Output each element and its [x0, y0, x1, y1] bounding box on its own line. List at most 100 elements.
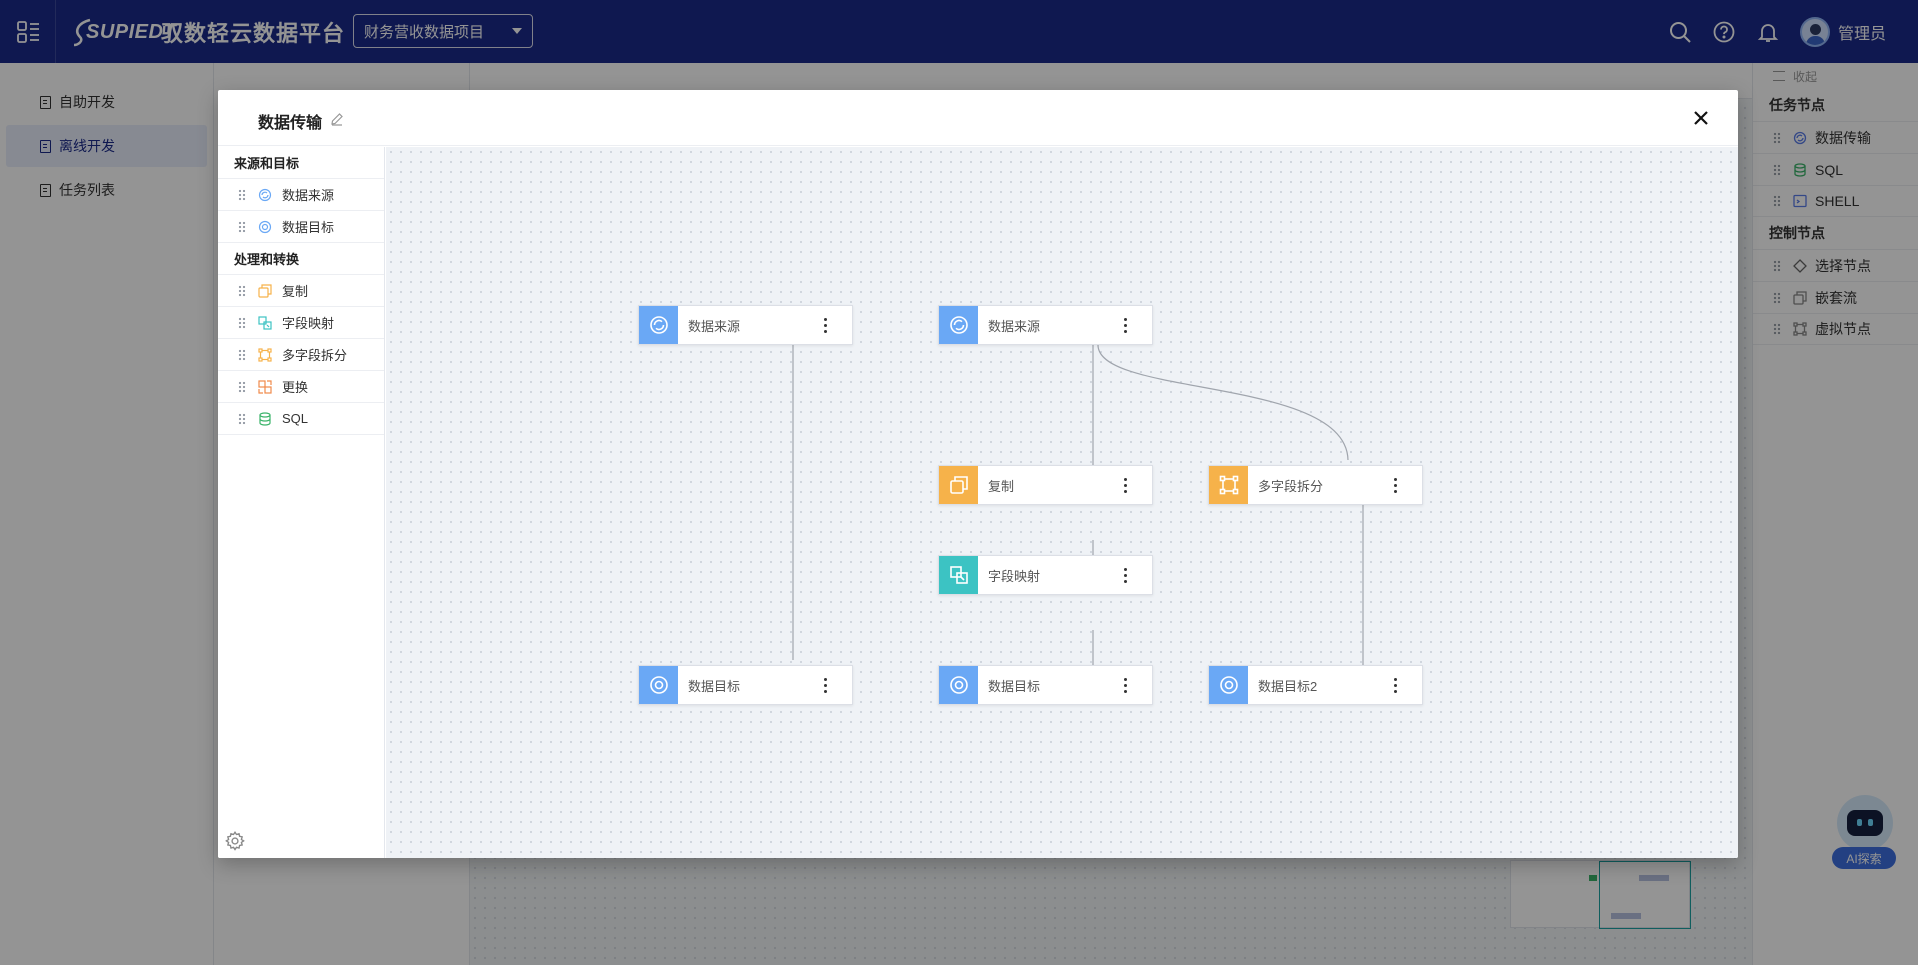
collapse-label: 收起 [1793, 69, 1818, 84]
palette-item-sql[interactable]: SQL [218, 403, 384, 435]
grid-menu-icon [16, 20, 39, 43]
data-source-icon [939, 306, 978, 344]
palette-section-transform: 处理和转换 [218, 243, 384, 275]
palette-item-label: 多字段拆分 [282, 348, 348, 363]
app-menu-button[interactable] [0, 0, 56, 63]
user-menu[interactable]: 管理员 [1799, 16, 1886, 47]
drag-handle-icon [238, 316, 246, 329]
nav-item-label: 离线开发 [59, 138, 115, 154]
node-more-button[interactable] [1385, 470, 1405, 500]
node-more-button[interactable] [1115, 560, 1135, 590]
user-name: 管理员 [1837, 25, 1886, 43]
ai-assistant-label: AI探索 [1832, 847, 1896, 869]
app-title: 驭数轻云数据平台 [161, 21, 346, 46]
help-button[interactable] [1712, 20, 1736, 44]
palette-item-data-target[interactable]: 数据目标 [218, 211, 384, 243]
flow-node-copy[interactable]: 复制 [938, 465, 1153, 505]
nav-item-self-dev[interactable]: 自助开发 [6, 81, 207, 123]
minimap-viewport[interactable] [1599, 861, 1691, 929]
collapse-icon [1773, 71, 1785, 81]
palette-item-data-source[interactable]: 数据来源 [218, 179, 384, 211]
library-item-nested-flow[interactable]: 嵌套流 [1753, 281, 1918, 313]
flow-node-data-target[interactable]: 数据目标 [638, 665, 853, 705]
node-more-button[interactable] [815, 670, 835, 700]
drag-handle-icon [238, 380, 246, 393]
field-mapping-icon [939, 556, 978, 594]
drag-handle-icon [238, 220, 246, 233]
drag-handle-icon [1773, 323, 1781, 335]
node-more-button[interactable] [1115, 670, 1135, 700]
data-transfer-modal: 数据传输 来源和目标 数据来源 数据目标 处理和转换 [218, 90, 1738, 858]
search-button[interactable] [1668, 20, 1692, 44]
database-icon [258, 411, 272, 426]
drag-handle-icon [1773, 291, 1781, 304]
nav-item-label: 任务列表 [59, 182, 115, 198]
flow-edge [1097, 344, 1349, 461]
left-nav: 自助开发 离线开发 任务列表 [0, 63, 214, 965]
close-button[interactable] [1690, 107, 1712, 129]
component-palette: 来源和目标 数据来源 数据目标 处理和转换 复制 [218, 147, 385, 858]
node-more-button[interactable] [1115, 310, 1135, 340]
copy-icon [258, 283, 272, 298]
drag-handle-icon [238, 188, 246, 201]
palette-item-label: SQL [282, 411, 309, 426]
shell-icon [1793, 194, 1807, 208]
copy-icon [939, 466, 978, 504]
node-label: 数据目标 [988, 678, 1041, 694]
node-label: 多字段拆分 [1258, 478, 1324, 494]
drag-handle-icon [1773, 195, 1781, 207]
field-mapping-icon [258, 315, 272, 330]
palette-section-source-target: 来源和目标 [218, 147, 384, 179]
data-target-icon [639, 666, 678, 704]
multi-field-split-icon [258, 347, 272, 362]
project-select[interactable]: 财务营收数据项目 [353, 14, 533, 48]
swoosh-logo-icon [73, 18, 91, 47]
transfer-flow-canvas[interactable]: 数据来源 数据来源 复制 多字段拆分 [386, 147, 1738, 858]
palette-item-replace[interactable]: 更换 [218, 371, 384, 403]
flow-node-data-source[interactable]: 数据来源 [938, 305, 1153, 345]
minimap-node [1611, 913, 1641, 919]
search-icon [1669, 21, 1691, 43]
virtual-node-icon [1793, 322, 1807, 336]
flow-node-multi-field-split[interactable]: 多字段拆分 [1208, 465, 1423, 505]
nav-item-offline-dev[interactable]: 离线开发 [6, 125, 207, 167]
nav-item-task-list[interactable]: 任务列表 [6, 169, 207, 211]
caret-down-icon [512, 28, 522, 34]
data-source-icon [258, 188, 272, 202]
palette-item-copy[interactable]: 复制 [218, 275, 384, 307]
modal-header: 数据传输 [218, 90, 1738, 146]
data-transfer-icon [1793, 131, 1807, 145]
node-more-button[interactable] [815, 310, 835, 340]
flow-node-data-source[interactable]: 数据来源 [638, 305, 853, 345]
library-item-label: SQL [1815, 161, 1844, 178]
collapse-button[interactable]: 收起 [1753, 63, 1918, 89]
flow-node-data-target-2[interactable]: 数据目标2 [1208, 665, 1423, 705]
palette-item-multi-field-split[interactable]: 多字段拆分 [218, 339, 384, 371]
library-item-virtual-node[interactable]: 虚拟节点 [1753, 313, 1918, 345]
library-item-label: 选择节点 [1815, 257, 1871, 274]
palette-item-field-mapping[interactable]: 字段映射 [218, 307, 384, 339]
library-item-choice[interactable]: 选择节点 [1753, 249, 1918, 281]
nav-item-label: 自助开发 [59, 94, 115, 110]
library-item-shell[interactable]: SHELL [1753, 185, 1918, 217]
edit-title-icon[interactable] [330, 112, 344, 126]
modal-title: 数据传输 [258, 115, 323, 132]
drag-handle-icon [238, 412, 246, 425]
library-item-label: 嵌套流 [1815, 289, 1857, 306]
canvas-settings-button[interactable] [224, 830, 246, 852]
library-item-data-transfer[interactable]: 数据传输 [1753, 121, 1918, 153]
node-more-button[interactable] [1115, 470, 1135, 500]
drag-handle-icon [1773, 259, 1781, 272]
ai-assistant-button[interactable]: AI探索 [1832, 795, 1896, 871]
flow-node-data-target[interactable]: 数据目标 [938, 665, 1153, 705]
diamond-icon [1793, 258, 1807, 273]
library-item-label: SHELL [1815, 193, 1860, 209]
minimap[interactable] [1510, 860, 1691, 929]
node-more-button[interactable] [1385, 670, 1405, 700]
library-item-sql[interactable]: SQL [1753, 153, 1918, 185]
drag-handle-icon [238, 284, 246, 297]
notification-button[interactable] [1756, 20, 1780, 44]
flow-node-field-mapping[interactable]: 字段映射 [938, 555, 1153, 595]
node-label: 字段映射 [988, 568, 1041, 584]
logo-text: SUPIEDT [86, 20, 177, 43]
